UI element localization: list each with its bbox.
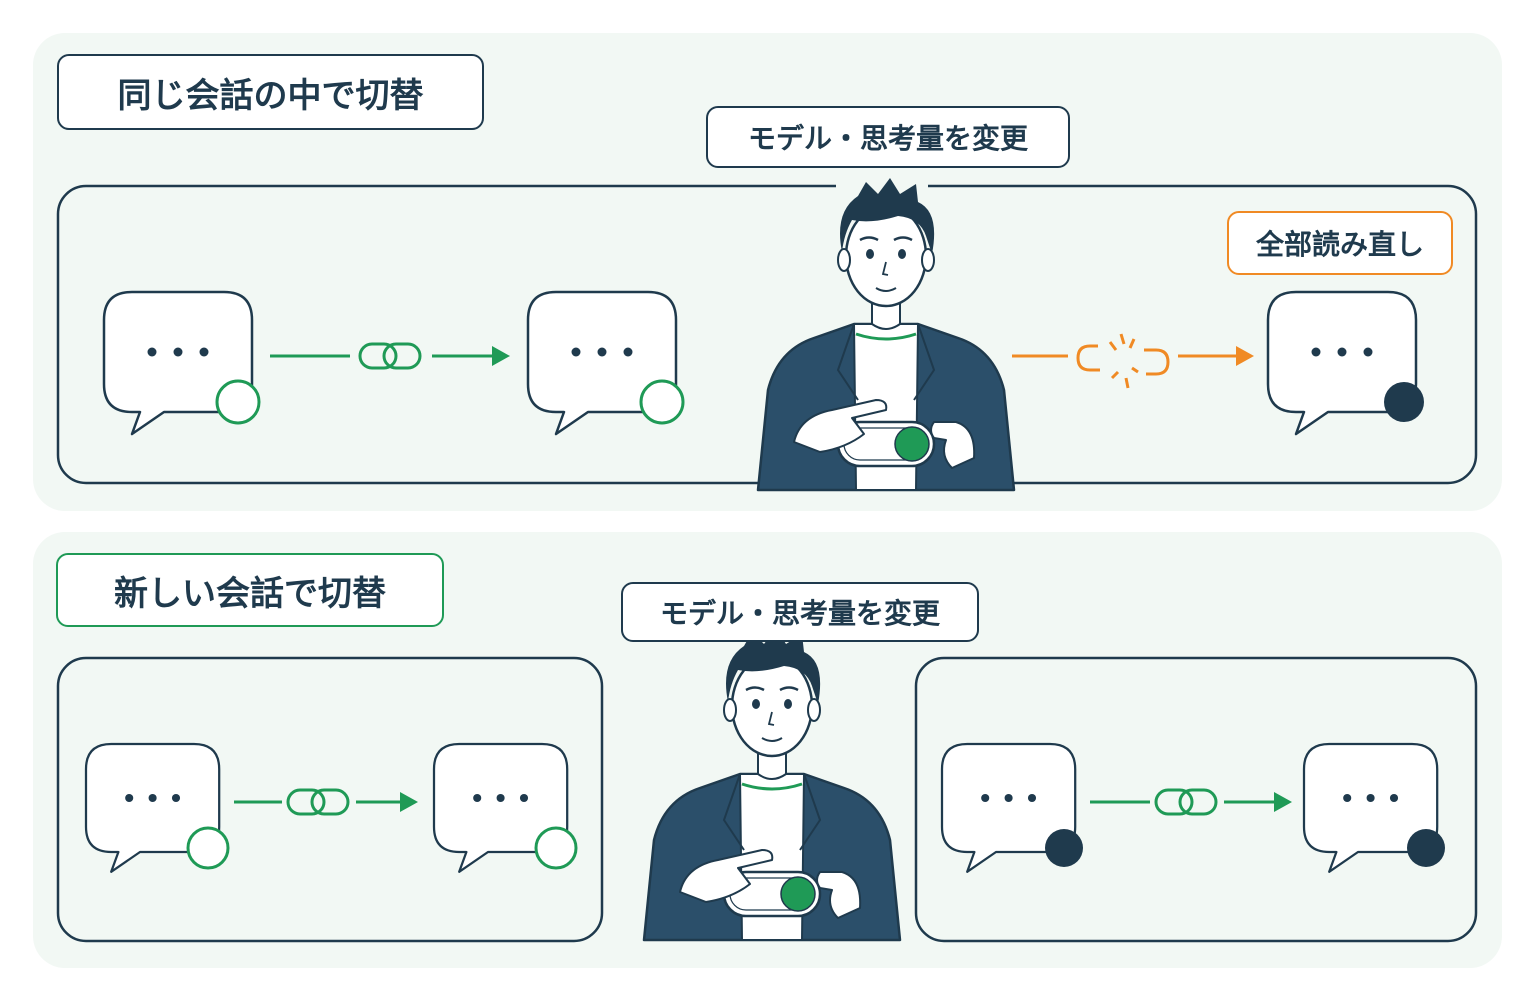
cache-cleared-icon [1045, 829, 1083, 867]
cache-kept-icon [639, 379, 685, 425]
section-title-same-conversation: 同じ会話の中で切替 [57, 54, 484, 130]
change-model-label: モデル・思考量を変更 [621, 582, 979, 642]
arrow-right-icon [1274, 792, 1292, 812]
conversation-frame-new [914, 656, 1478, 943]
conversation-frame-old [56, 656, 604, 943]
cache-kept-icon [215, 379, 261, 425]
broken-link-icon [1012, 333, 1238, 389]
cache-cleared-icon [1384, 382, 1424, 422]
arrow-right-icon [492, 346, 510, 366]
cache-kept-icon [534, 826, 578, 870]
cache-cleared-icon [1407, 829, 1445, 867]
change-model-label: モデル・思考量を変更 [706, 106, 1070, 168]
cache-kept-icon [186, 826, 230, 870]
section-title-new-conversation: 新しい会話で切替 [56, 553, 444, 627]
panel-same-conversation [33, 33, 1502, 511]
arrow-right-icon [400, 792, 418, 812]
arrow-right-icon [1236, 346, 1254, 366]
reread-all-label: 全部読み直し [1227, 211, 1453, 275]
